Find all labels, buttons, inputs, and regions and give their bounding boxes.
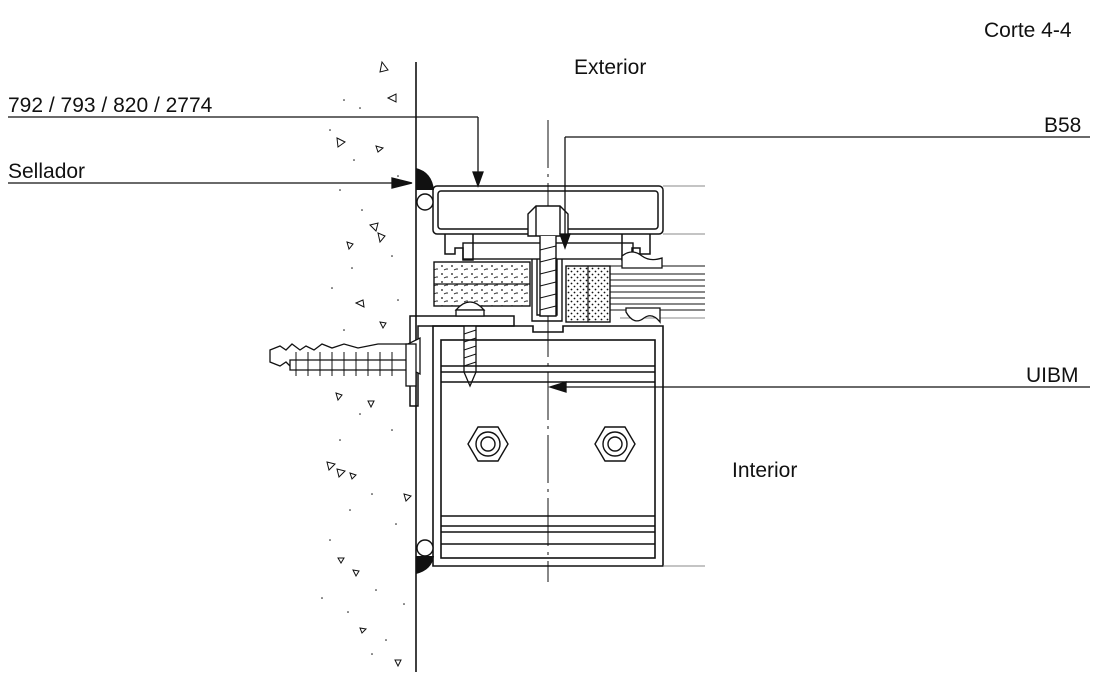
- self-drilling-screw: [454, 301, 486, 388]
- callout-mullion: UIBM: [1026, 364, 1079, 387]
- concrete-dots: [321, 99, 405, 655]
- hex-nut-left: [467, 426, 509, 462]
- leader-mullion: [547, 381, 1090, 393]
- cover-cap-profile: [432, 185, 705, 261]
- wall-anchor: [269, 336, 421, 387]
- section-title: Corte 4-4: [984, 19, 1072, 42]
- mullion-profile: [432, 325, 705, 567]
- callout-sealant: Sellador: [8, 160, 86, 183]
- sealant-bottom: [416, 539, 434, 574]
- leader-gasket: [559, 136, 1090, 250]
- hex-bolt: [527, 205, 569, 317]
- callout-gasket: B58: [1044, 114, 1082, 137]
- sealant-top: [416, 168, 434, 211]
- callout-profiles: 792 / 793 / 820 / 2774: [8, 94, 213, 117]
- glazing-gasket: [621, 251, 663, 324]
- label-interior: Interior: [732, 459, 798, 482]
- concrete-hatch: [326, 60, 412, 668]
- label-exterior: Exterior: [574, 56, 647, 79]
- leader-sealant: [8, 177, 413, 189]
- angle-bracket: [409, 315, 515, 407]
- leader-profiles: [8, 116, 484, 188]
- hex-nut-right: [594, 426, 636, 462]
